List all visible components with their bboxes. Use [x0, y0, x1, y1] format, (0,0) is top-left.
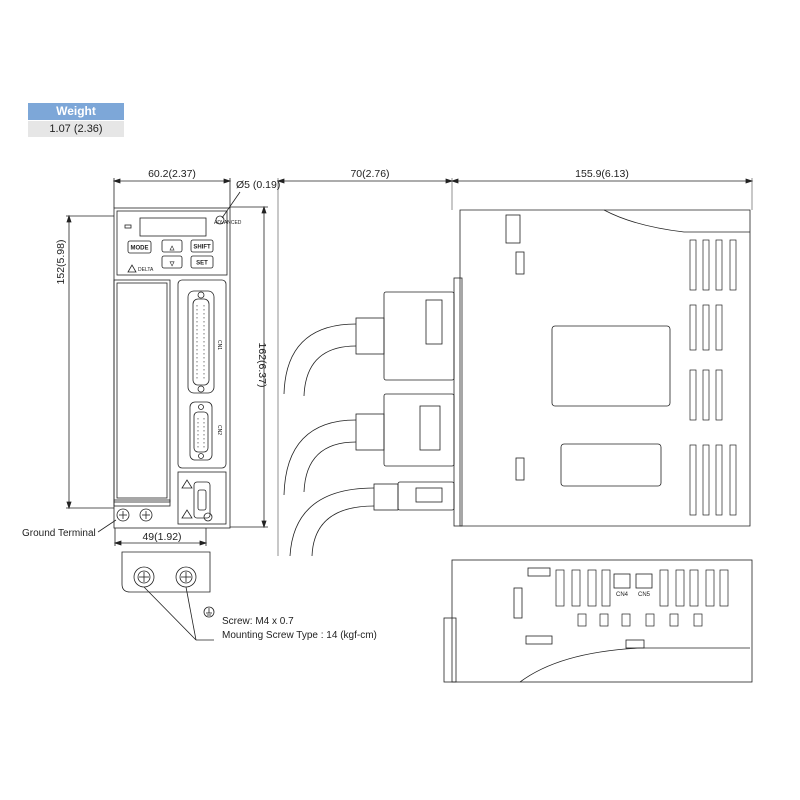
ground-symbol-icon	[203, 606, 215, 618]
set-button[interactable]	[190, 255, 214, 269]
cn5-label: CN5	[638, 592, 651, 598]
ground-terminal-label: Ground Terminal	[22, 528, 96, 539]
mounting-label: Mounting Screw Type : 14 (kgf-cm)	[222, 630, 377, 641]
weight-table: Weight 1.07 (2.36)	[28, 103, 124, 137]
delta-logo-icon	[127, 264, 137, 273]
side-view: 70(2.76) 155.9(6.13)	[276, 168, 754, 557]
svg-text:CN1: CN1	[216, 340, 222, 350]
set-label: SET	[196, 261, 208, 267]
mode-button[interactable]	[127, 240, 152, 254]
front-view: 60.2(2.37) Ø5 (0.19) 152(5.98) 162(6.37)…	[22, 168, 280, 546]
dim-depth-body: 155.9(6.13)	[575, 168, 629, 180]
warning-icon	[181, 509, 193, 519]
dim-depth-connector: 70(2.76)	[350, 168, 389, 180]
up-button[interactable]	[161, 239, 183, 253]
screw-label: Screw: M4 x 0.7	[222, 616, 294, 627]
cn4-port	[613, 573, 631, 589]
cn5-port	[635, 573, 653, 589]
down-arrow-icon: ▽	[169, 262, 175, 268]
caution-icon	[181, 479, 193, 489]
dim-height-left: 152(5.98)	[55, 240, 67, 285]
bottom-view: CN4 CN5	[443, 559, 753, 683]
down-button[interactable]	[161, 255, 183, 269]
shift-label: SHIFT	[193, 245, 211, 251]
brand-text: DELTA	[138, 267, 154, 273]
weight-value: 1.07 (2.36)	[28, 121, 124, 137]
svg-text:CN2: CN2	[216, 425, 222, 435]
dim-width-bottom: 49(1.92)	[142, 531, 181, 543]
cn4-label: CN4	[616, 592, 629, 598]
dim-height-inner: 162(6.37)	[256, 343, 268, 388]
mode-label: MODE	[131, 246, 149, 252]
dim-width-top: 60.2(2.37)	[148, 168, 196, 180]
dim-hole: Ø5 (0.19)	[236, 179, 280, 191]
weight-header: Weight	[28, 103, 124, 120]
ground-terminal	[116, 508, 213, 522]
screw-detail: Screw: M4 x 0.7 Mounting Screw Type : 14…	[121, 551, 377, 641]
svg-text:ADVANCED: ADVANCED	[214, 220, 242, 226]
up-arrow-icon: △	[169, 245, 175, 252]
shift-button[interactable]	[190, 239, 214, 253]
